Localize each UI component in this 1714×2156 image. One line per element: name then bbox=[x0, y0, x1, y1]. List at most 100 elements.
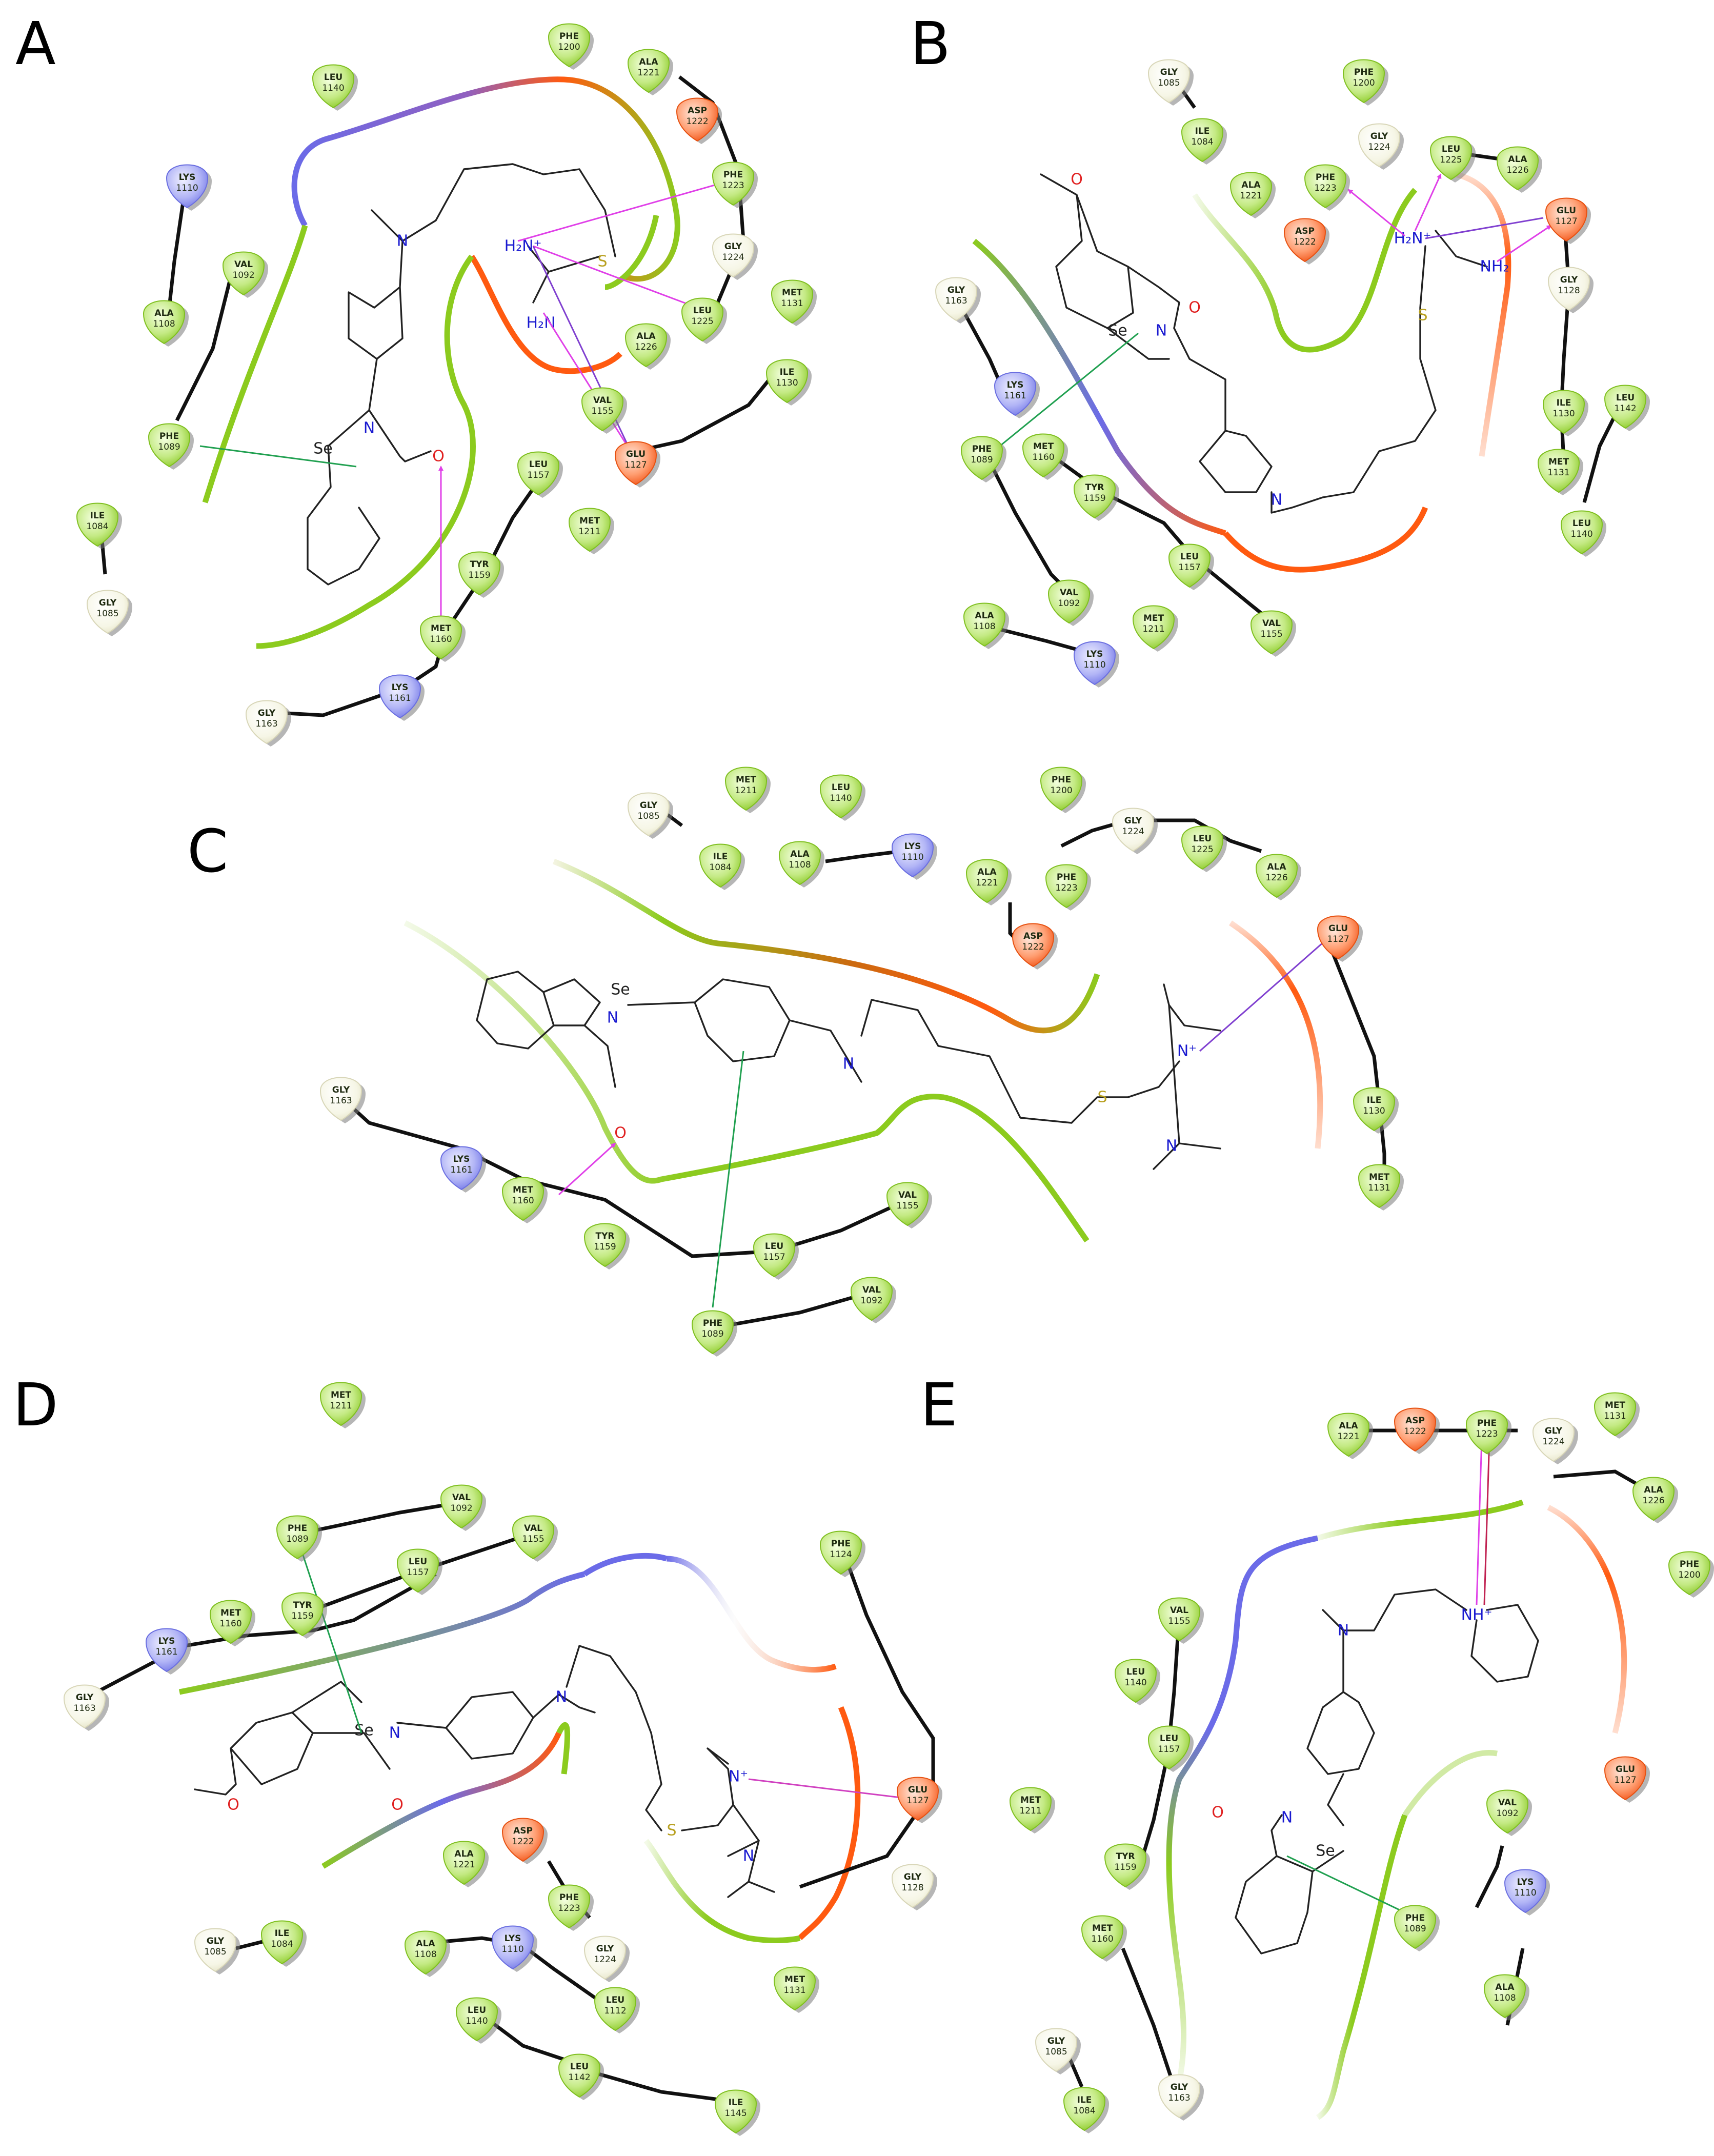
atom-label: Se bbox=[313, 440, 333, 458]
residue-name: PHE bbox=[288, 1523, 307, 1534]
residue-shape bbox=[1604, 385, 1647, 429]
residue-name: GLY bbox=[332, 1085, 350, 1095]
residue-shape bbox=[583, 1936, 627, 1980]
residue-number: 1127 bbox=[906, 1796, 929, 1806]
salt-bridge-line bbox=[1199, 937, 1328, 1052]
residue-shape bbox=[194, 1928, 237, 1972]
residue-name: GLU bbox=[1328, 923, 1348, 934]
residue-shape bbox=[1532, 1418, 1575, 1462]
residue-shape bbox=[440, 1146, 483, 1191]
atom-label: S bbox=[1097, 1089, 1107, 1106]
residue-number: 1161 bbox=[155, 1647, 177, 1657]
residue-number: 1224 bbox=[722, 252, 744, 263]
residue-name: LYS bbox=[1007, 380, 1024, 390]
residue-shape bbox=[1537, 449, 1580, 493]
residue-name: PHE bbox=[723, 170, 743, 180]
residue-name: LEU bbox=[1572, 518, 1591, 529]
residue-shape bbox=[396, 1548, 439, 1593]
residue-shape bbox=[994, 372, 1037, 416]
residue-shape bbox=[1168, 543, 1211, 588]
pocket-line bbox=[643, 1839, 801, 1943]
hbond-arrow bbox=[558, 1142, 616, 1196]
residue-name: ALA bbox=[1508, 154, 1527, 165]
pocket-line bbox=[1228, 920, 1323, 1149]
residue-shape bbox=[1181, 118, 1224, 163]
hbond-arrow bbox=[533, 245, 698, 309]
residue-shape bbox=[1542, 390, 1585, 434]
residue-name: ILE bbox=[90, 511, 105, 521]
residue-shape bbox=[76, 502, 119, 547]
backbone-chain bbox=[589, 2069, 739, 2104]
hbond-arrow bbox=[517, 180, 727, 242]
residue-number: 1222 bbox=[1404, 1426, 1426, 1437]
residue-name: PHE bbox=[159, 431, 179, 441]
residue-shape bbox=[676, 97, 719, 142]
residue-shape bbox=[1496, 146, 1539, 191]
residue-name: PHE bbox=[1405, 1913, 1425, 1923]
atom-label: N bbox=[389, 1724, 400, 1742]
pocket-line bbox=[404, 920, 1090, 1243]
residue-name: GLU bbox=[1616, 1764, 1635, 1775]
pocket-line bbox=[556, 1722, 571, 1775]
residue-name: ALA bbox=[1267, 862, 1286, 872]
residue-number: 1224 bbox=[1122, 827, 1144, 837]
residue-shape bbox=[491, 1925, 534, 1970]
residue-name: GLY bbox=[258, 708, 276, 718]
residue-shape bbox=[714, 2089, 757, 2134]
residue-shape bbox=[1668, 1551, 1711, 1596]
pi-stack-line bbox=[712, 1051, 744, 1308]
hbond-arrow bbox=[542, 312, 632, 452]
residue-name: MET bbox=[1605, 1400, 1626, 1411]
residue-number: 1089 bbox=[701, 1329, 723, 1339]
residue-name: LEU bbox=[1180, 552, 1199, 562]
residue-shape bbox=[850, 1277, 893, 1321]
residue-number: 1092 bbox=[1496, 1808, 1518, 1819]
atom-label: NH₂ bbox=[1480, 258, 1509, 276]
residue-number: 1092 bbox=[450, 1503, 472, 1514]
residue-number: 1160 bbox=[1032, 452, 1054, 462]
hbond-arrow bbox=[1347, 189, 1405, 237]
atom-label: N bbox=[556, 1688, 567, 1706]
residue-number: 1142 bbox=[1614, 404, 1636, 414]
backbone-chain bbox=[302, 1500, 462, 1535]
residue-number: 1223 bbox=[722, 180, 744, 191]
residue-shape bbox=[1394, 1905, 1437, 1949]
residue-number: 1159 bbox=[1083, 493, 1105, 503]
atom-label: N bbox=[743, 1847, 754, 1865]
residue-name: LYS bbox=[392, 682, 409, 693]
residue-name: TYR bbox=[1116, 1851, 1135, 1862]
residue-shape bbox=[419, 615, 462, 660]
residue-name: ASP bbox=[688, 106, 707, 116]
residue-number: 1221 bbox=[1337, 1432, 1359, 1442]
backbone-chain bbox=[1475, 1845, 1504, 1908]
residue-shape bbox=[1547, 267, 1590, 311]
residue-number: 1110 bbox=[1514, 1888, 1536, 1898]
residue-name: LEU bbox=[409, 1557, 427, 1567]
residue-name: GLY bbox=[724, 241, 742, 252]
residue-shape bbox=[1147, 1725, 1191, 1770]
residue-shape bbox=[558, 2053, 601, 2098]
residue-shape bbox=[1545, 197, 1588, 242]
residue-shape bbox=[1632, 1477, 1675, 1521]
residue-name: VAL bbox=[1170, 1605, 1188, 1616]
residue-shape bbox=[771, 279, 814, 324]
